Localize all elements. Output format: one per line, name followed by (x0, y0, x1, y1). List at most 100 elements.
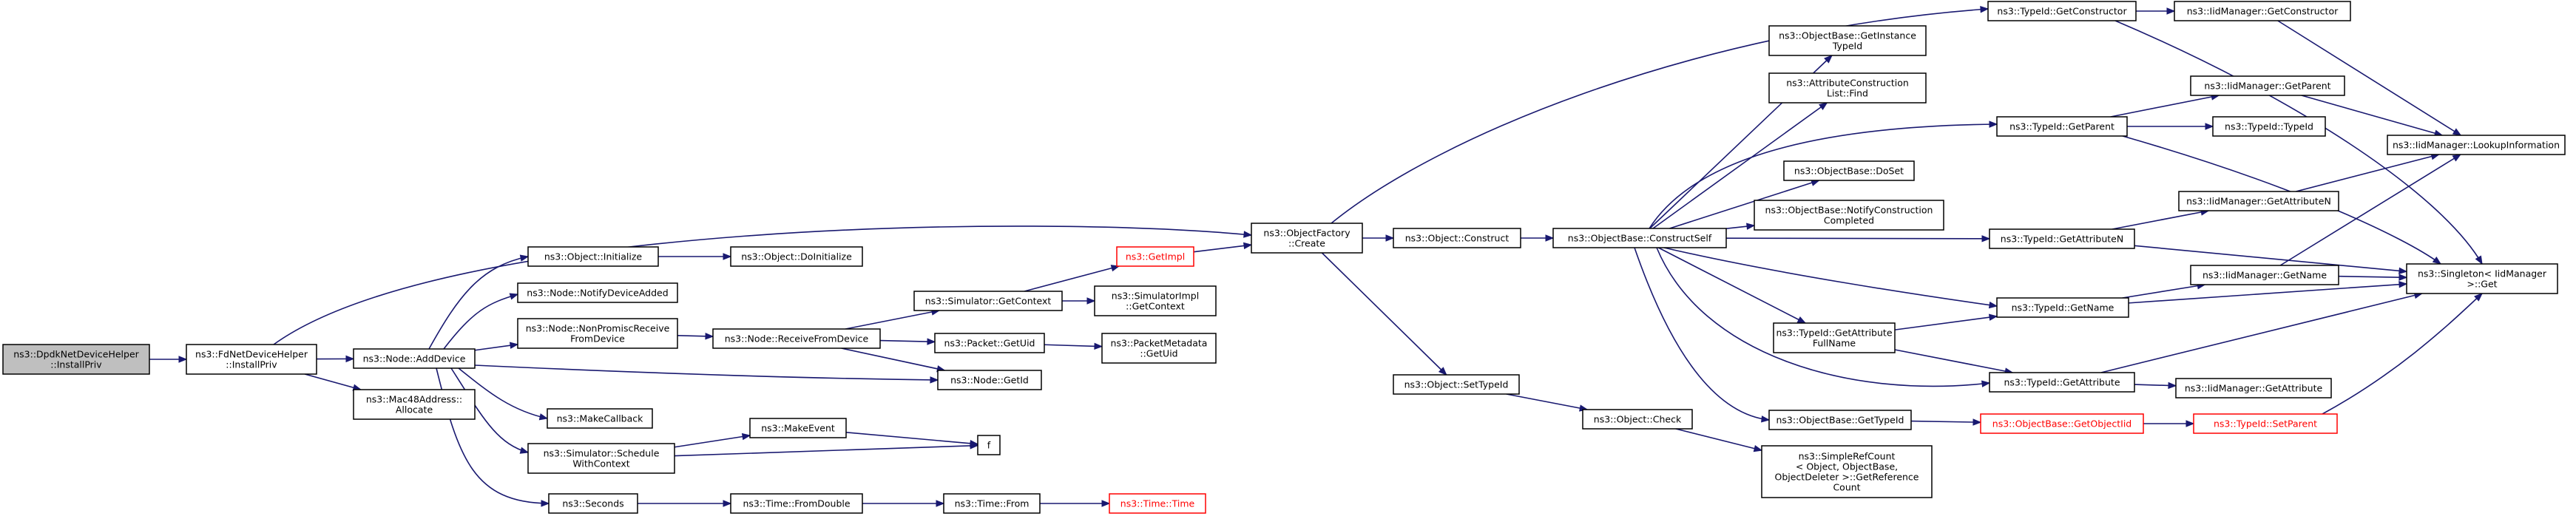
node-label: ns3::Object::DoInitialize (741, 251, 852, 262)
node-label: f (987, 440, 991, 451)
node-box (2190, 75, 2345, 96)
node-box (353, 348, 476, 369)
node-label: ::GetUid (1140, 348, 1177, 359)
node-notifyadded[interactable]: ns3::Node::NotifyDeviceAdded (517, 282, 678, 303)
node-box (937, 370, 1042, 390)
edge-tidgetparent-to-iidgetparent (2110, 93, 2220, 118)
node-simplerefcount[interactable]: ns3::SimpleRefCount< Object, ObjectBase,… (1761, 445, 1933, 498)
edge-constructself-to-attrfullname (1657, 247, 1807, 324)
node-box (547, 408, 653, 429)
node-doset[interactable]: ns3::ObjectBase::DoSet (1783, 160, 1915, 181)
node-objcheck[interactable]: ns3::Object::Check (1582, 409, 1693, 430)
node-objconstruct[interactable]: ns3::Object::Construct (1393, 228, 1521, 248)
node-iidlookup[interactable]: ns3::IidManager::LookupInformation (2387, 135, 2566, 155)
node-tidtypeid[interactable]: ns3::TypeId::TypeId (2212, 116, 2326, 137)
node-timefrom[interactable]: ns3::Time::From (943, 493, 1041, 514)
node-label: ns3::ObjectBase::GetInstance (1779, 30, 1916, 41)
edge-recvfrom-to-nodegetid (841, 347, 946, 373)
node-box (2174, 1, 2351, 21)
node-label: ns3::Node::AddDevice (363, 353, 466, 364)
node-tidgetconstructor[interactable]: ns3::TypeId::GetConstructor (1987, 1, 2137, 21)
node-box (1393, 228, 1521, 248)
node-box (1101, 333, 1217, 364)
node-iidgetconstructor[interactable]: ns3::IidManager::GetConstructor (2174, 1, 2351, 21)
node-mac48[interactable]: ns3::Mac48Address::Allocate (353, 389, 476, 420)
node-getobjectiid[interactable]: ns3::ObjectBase::GetObjectIid (1980, 413, 2144, 434)
node-tidgetattrn[interactable]: ns3::TypeId::GetAttributeN (1989, 228, 2135, 249)
edge-makeevent-to-f (845, 431, 979, 447)
edge-getobjectiid-to-tidsetparent (2143, 420, 2195, 427)
node-box (1989, 228, 2135, 249)
edge-fromdouble-to-timefrom (862, 500, 945, 507)
node-iidgetattrn[interactable]: ns3::IidManager::GetAttributeN (2178, 191, 2339, 211)
node-settypeid[interactable]: ns3::Object::SetTypeId (1393, 374, 1520, 395)
node-constructself[interactable]: ns3::ObjectBase::ConstructSelf (1552, 228, 1727, 248)
node-label: TypeId (1832, 41, 1862, 52)
node-box (1768, 410, 1912, 430)
edge-attrfullname-to-tidgetattr (1894, 349, 2014, 375)
node-makecb[interactable]: ns3::MakeCallback (547, 408, 653, 429)
node-timetime[interactable]: ns3::Time::Time (1109, 493, 1206, 514)
node-pktmeta[interactable]: ns3::PacketMetadata::GetUid (1101, 333, 1217, 364)
node-objinit[interactable]: ns3::Object::Initialize (527, 246, 659, 267)
node-singleton[interactable]: ns3::Singleton< IidManager>::Get (2406, 263, 2558, 294)
node-simimplctx[interactable]: ns3::SimulatorImpl::GetContext (1094, 285, 1217, 316)
node-fromdouble[interactable]: ns3::Time::FromDouble (730, 493, 863, 514)
node-f[interactable]: f (977, 435, 1001, 455)
node-box (1582, 409, 1693, 430)
node-tidgetname[interactable]: ns3::TypeId::GetName (1996, 297, 2129, 318)
edge-tidgetparent-to-tidtypeid (2127, 123, 2214, 130)
node-tidsetparent[interactable]: ns3::TypeId::SetParent (2193, 413, 2338, 434)
node-box (913, 291, 1063, 311)
edge-seconds-to-fromdouble (638, 500, 732, 507)
node-box (1393, 374, 1520, 395)
node-box (1980, 413, 2144, 434)
edge-tidgetname-to-singleton (2128, 281, 2408, 304)
node-objdoinit[interactable]: ns3::Object::DoInitialize (730, 246, 863, 267)
node-iidgetname[interactable]: ns3::IidManager::GetName (2190, 265, 2339, 285)
node-nodegetid[interactable]: ns3::Node::GetId (937, 370, 1042, 390)
node-box (548, 493, 638, 514)
node-pktuid[interactable]: ns3::Packet::GetUid (934, 333, 1045, 353)
node-makeevent[interactable]: ns3::MakeEvent (749, 418, 847, 438)
node-label: ns3::ObjectBase::GetObjectIid (1992, 418, 2132, 430)
edge-adddevice-to-objinit (428, 254, 530, 350)
node-notifyconstr[interactable]: ns3::ObjectBase::NotifyConstructionCompl… (1754, 200, 1944, 231)
node-label: ns3::ObjectBase::GetTypeId (1777, 415, 1904, 426)
node-recvfrom[interactable]: ns3::Node::ReceiveFromDevice (712, 328, 881, 349)
node-basegettypeid[interactable]: ns3::ObjectBase::GetTypeId (1768, 410, 1912, 430)
node-box (186, 344, 317, 375)
node-seconds[interactable]: ns3::Seconds (548, 493, 638, 514)
node-label: ns3::IidManager::GetName (2203, 270, 2327, 281)
node-label: ns3::Node::NonPromiscReceive (526, 323, 670, 334)
node-label: ns3::ObjectBase::ConstructSelf (1568, 233, 1712, 244)
node-box (1552, 228, 1727, 248)
edge-constructself-to-tidgetattrn (1725, 235, 1991, 242)
edge-adddevice-to-notifyadded (443, 293, 519, 350)
node-label: ns3::SimulatorImpl (1112, 291, 1199, 302)
node-simctx[interactable]: ns3::Simulator::GetContext (913, 291, 1063, 311)
node-adddevice[interactable]: ns3::Node::AddDevice (353, 348, 476, 369)
node-objfactory[interactable]: ns3::ObjectFactory::Create (1251, 223, 1363, 254)
node-tidgetattr[interactable]: ns3::TypeId::GetAttribute (1989, 372, 2135, 393)
node-dpdk[interactable]: ns3::DpdkNetDeviceHelper::InstallPriv (2, 344, 150, 375)
node-iidgetparent[interactable]: ns3::IidManager::GetParent (2190, 75, 2345, 96)
node-label: ns3::TypeId::GetAttribute (1776, 328, 1892, 339)
node-label: Allocate (396, 404, 433, 415)
node-tidgetparent[interactable]: ns3::TypeId::GetParent (1996, 116, 2128, 137)
node-iidgetattr[interactable]: ns3::IidManager::GetAttribute (2175, 378, 2332, 398)
node-box (1761, 445, 1933, 498)
node-getimpl[interactable]: ns3::GetImpl (1116, 246, 1194, 267)
node-fdhelper[interactable]: ns3::FdNetDeviceHelper::InstallPriv (186, 344, 317, 375)
edge-objfactory-to-settypeid (1321, 252, 1447, 376)
node-label: ns3::ObjectBase::DoSet (1794, 166, 1904, 177)
edge-tidsetparent-to-singleton (2322, 293, 2483, 415)
node-label: ns3::IidManager::LookupInformation (2393, 140, 2560, 151)
node-box (1783, 160, 1915, 181)
